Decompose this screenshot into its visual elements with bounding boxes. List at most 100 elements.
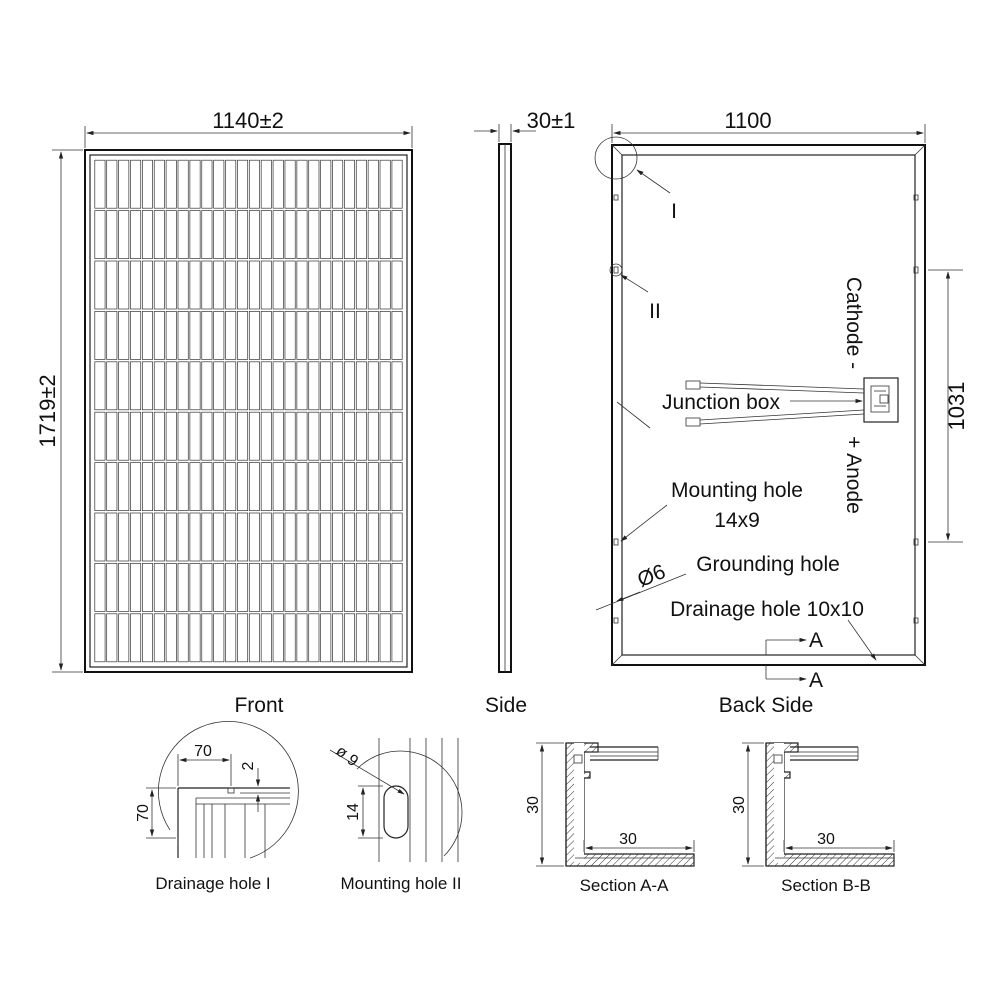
mounting-hole-marker [913,538,919,546]
detail-i-label: I [671,200,677,223]
solar-cell [260,563,272,612]
solar-cell [118,311,130,360]
solar-cell [201,159,213,209]
solar-cell [153,462,165,511]
solar-cell [355,210,367,259]
solar-cell [355,411,367,461]
solar-cell [165,462,177,511]
solar-cell [272,563,284,612]
solar-cell [391,159,403,209]
solar-cell [153,210,165,259]
hole-spacing-dimension: 1031 [928,269,969,543]
solar-cell [225,411,237,461]
solar-cell [237,411,249,461]
solar-cell [355,159,367,209]
solar-cell [201,462,213,511]
solar-cell [367,613,379,663]
solar-cell [177,563,189,612]
solar-cell [189,361,201,411]
drainage-hole-marker [913,617,919,624]
solar-cell [379,361,391,411]
grounding-hole-label: Grounding hole [696,553,840,576]
solar-cell [225,361,237,411]
solar-cell [379,512,391,562]
solar-cell [260,411,272,461]
solar-cell [320,411,332,461]
solar-cell [165,411,177,461]
solar-cell [344,361,356,411]
solar-cell [272,462,284,511]
solar-cell [355,563,367,612]
solar-cell [189,613,201,663]
solar-cell [118,260,130,310]
solar-cell [213,613,225,663]
solar-cell [284,210,296,259]
solar-cell [367,512,379,562]
solar-cell [320,361,332,411]
solar-cell [225,159,237,209]
solar-cell [189,462,201,511]
solar-cell [237,361,249,411]
solar-cell [237,613,249,663]
solar-cell [284,311,296,360]
solar-cell [260,512,272,562]
front-width-dimension: 1140±2 [84,108,413,148]
solar-cell [130,311,142,360]
solar-cell [141,462,153,511]
solar-cell [355,613,367,663]
solar-cell [130,563,142,612]
solar-cell [379,462,391,511]
solar-cell [248,159,260,209]
solar-cell [177,411,189,461]
solar-cell [141,361,153,411]
solar-cell [106,563,118,612]
drainage-dim-2: 2 [240,761,257,770]
solar-cell [320,260,332,310]
grounding-diameter-label: Ø6 [634,560,669,592]
junction-box: Junction box [662,377,899,427]
solar-cell [177,210,189,259]
solar-cell [367,159,379,209]
solar-cell [213,563,225,612]
solar-cell [165,159,177,209]
solar-cell [308,159,320,209]
section-mark-a: A A [765,629,823,692]
solar-cell [272,411,284,461]
section-aa: 30 30 Section A-A [525,742,695,895]
front-height-dimension: 1719±2 [35,149,83,673]
solar-cell [367,563,379,612]
solar-cell [201,411,213,461]
solar-cell [189,311,201,360]
solar-cell [201,512,213,562]
solar-cell [106,260,118,310]
solar-cell [189,563,201,612]
solar-cell [391,210,403,259]
solar-cell [165,613,177,663]
solar-cell [237,512,249,562]
solar-cell [284,462,296,511]
solar-cell [344,260,356,310]
solar-cell [177,512,189,562]
solar-cell [118,613,130,663]
solar-cell [355,260,367,310]
solar-cell [94,613,106,663]
solar-cell [308,361,320,411]
solar-cell [391,563,403,612]
solar-cell [355,462,367,511]
solar-cell [177,613,189,663]
solar-cell [225,613,237,663]
solar-cell [344,563,356,612]
detail-ii-circle [609,263,623,277]
solar-cell [344,613,356,663]
back-view: 1100 I II 1031 Cathode - + Anode [594,108,969,717]
solar-cell [344,311,356,360]
drainage-hole-marker [613,194,619,201]
solar-cell [391,260,403,310]
back-caption: Back Side [719,694,814,717]
solar-cell [106,311,118,360]
solar-cell [165,210,177,259]
back-width-label: 1100 [724,108,771,133]
solar-cell [141,512,153,562]
solar-cell [118,411,130,461]
solar-cell [296,361,308,411]
